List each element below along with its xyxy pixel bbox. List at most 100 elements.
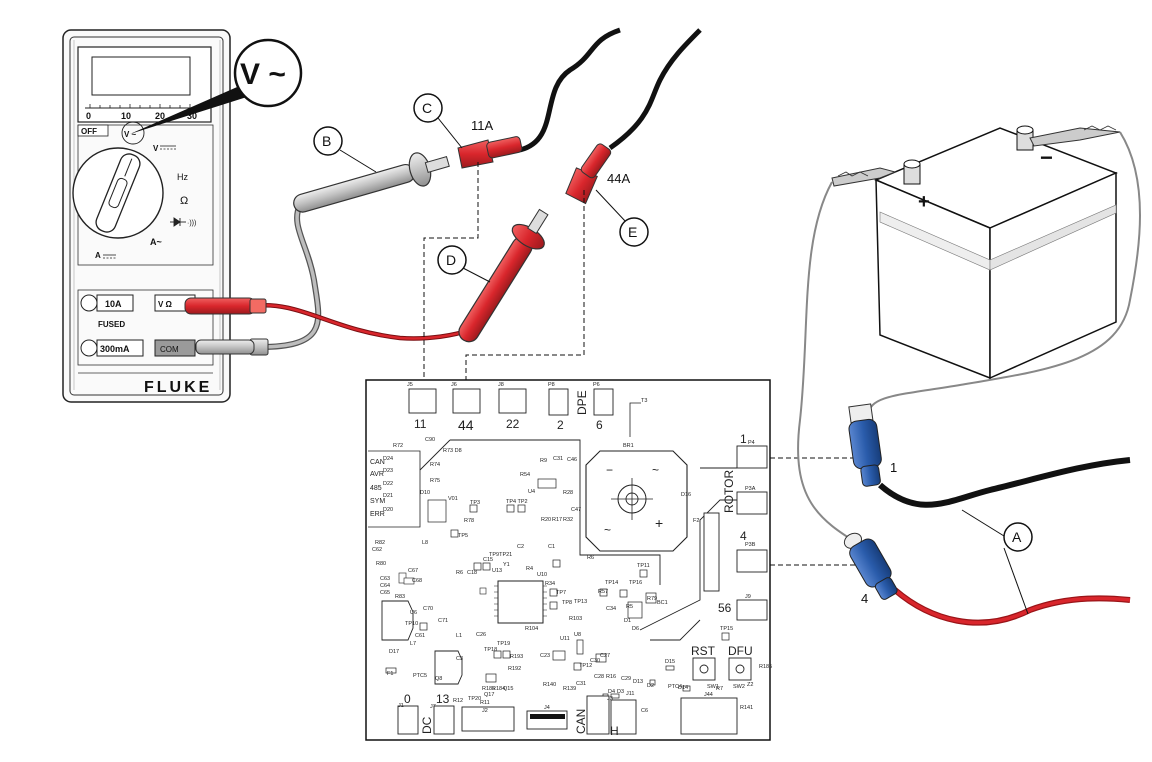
svg-text:TP15: TP15 bbox=[720, 626, 733, 632]
connector-44a bbox=[565, 143, 612, 205]
battery-minus-label: − bbox=[1040, 145, 1053, 170]
svg-text:D23: D23 bbox=[383, 468, 393, 474]
jack-com[interactable]: COM bbox=[154, 339, 196, 357]
svg-text:P4: P4 bbox=[748, 440, 755, 446]
svg-text:SW2: SW2 bbox=[733, 684, 745, 690]
svg-text:TP16: TP16 bbox=[629, 580, 642, 586]
vac-callout-text: V ~ bbox=[240, 58, 286, 91]
svg-text:TP13: TP13 bbox=[574, 599, 587, 605]
svg-text:J8: J8 bbox=[498, 382, 504, 388]
wire-tag-4: 4 bbox=[861, 591, 868, 606]
jack-10a[interactable]: 10A bbox=[80, 294, 134, 312]
svg-text:C18: C18 bbox=[467, 570, 477, 576]
jack-300ma[interactable]: 300mA bbox=[80, 339, 144, 357]
svg-text:C3: C3 bbox=[456, 656, 463, 662]
svg-text:Q15: Q15 bbox=[503, 686, 513, 692]
svg-text:J7: J7 bbox=[430, 704, 436, 710]
callout-c: C bbox=[413, 93, 463, 149]
svg-text:L7: L7 bbox=[410, 641, 416, 647]
svg-text:TP7: TP7 bbox=[556, 590, 566, 596]
board-dpe-label: DPE bbox=[575, 390, 589, 415]
svg-text:R28: R28 bbox=[563, 490, 573, 496]
svg-text:D1: D1 bbox=[624, 618, 631, 624]
mcu-chip bbox=[494, 580, 547, 624]
svg-text:R193: R193 bbox=[510, 654, 523, 660]
rst-button[interactable] bbox=[692, 657, 716, 681]
svg-text:C68: C68 bbox=[412, 578, 422, 584]
svg-text:D13: D13 bbox=[633, 679, 643, 685]
svg-text:Z2: Z2 bbox=[747, 682, 753, 688]
svg-text:T3: T3 bbox=[641, 398, 647, 404]
jack-fused-label: FUSED bbox=[98, 320, 125, 329]
svg-text:TP4 TP2: TP4 TP2 bbox=[506, 499, 528, 505]
v-lead-wire bbox=[251, 302, 471, 341]
dfu-button[interactable] bbox=[728, 657, 752, 681]
svg-text:R11: R11 bbox=[480, 700, 490, 706]
svg-text:TP11: TP11 bbox=[637, 563, 650, 569]
svg-text:D4: D4 bbox=[608, 689, 615, 695]
dial-hz-label: Hz bbox=[177, 172, 188, 182]
svg-text:R6: R6 bbox=[587, 555, 594, 561]
battery-plus-label: + bbox=[918, 191, 930, 213]
rst-label: RST bbox=[691, 644, 716, 658]
svg-text:R185: R185 bbox=[482, 686, 495, 692]
svg-text:D6: D6 bbox=[632, 626, 639, 632]
svg-text:C62: C62 bbox=[372, 547, 382, 553]
bridge-plus: + bbox=[655, 515, 663, 531]
board-conn-44: 44 bbox=[458, 417, 474, 433]
wire-44a bbox=[608, 28, 702, 151]
svg-text:U4: U4 bbox=[528, 489, 535, 495]
svg-text:R4: R4 bbox=[526, 566, 533, 572]
svg-text:R78: R78 bbox=[464, 518, 474, 524]
svg-text:D2: D2 bbox=[647, 683, 654, 689]
svg-text:C27: C27 bbox=[600, 653, 610, 659]
wire-tag-1: 1 bbox=[890, 460, 897, 475]
svg-text:R73 D8: R73 D8 bbox=[443, 448, 462, 454]
svg-text:R141: R141 bbox=[740, 705, 753, 711]
svg-text:J1: J1 bbox=[398, 703, 404, 709]
svg-text:Y1: Y1 bbox=[503, 562, 510, 568]
svg-text:R32: R32 bbox=[563, 517, 573, 523]
scale-tick-30: 30 bbox=[187, 111, 197, 121]
svg-text:C90: C90 bbox=[425, 437, 435, 443]
svg-text:C34: C34 bbox=[606, 606, 616, 612]
jack-10a-label: 10A bbox=[105, 299, 122, 309]
svg-text:C30: C30 bbox=[590, 658, 600, 664]
wire-11a bbox=[519, 27, 621, 153]
svg-text:D16: D16 bbox=[681, 492, 691, 498]
svg-text:R17: R17 bbox=[552, 517, 562, 523]
svg-text:J11: J11 bbox=[626, 691, 634, 697]
svg-text:R72: R72 bbox=[393, 443, 403, 449]
rotary-selector-knob[interactable] bbox=[72, 147, 164, 239]
svg-text:U13: U13 bbox=[492, 568, 502, 574]
ohm-icon: Ω bbox=[180, 195, 188, 207]
svg-text:R103: R103 bbox=[569, 616, 582, 622]
svg-text:485: 485 bbox=[370, 485, 382, 492]
jack-com-label: COM bbox=[160, 345, 179, 354]
svg-text:U10: U10 bbox=[537, 572, 547, 578]
svg-text:R139: R139 bbox=[563, 686, 576, 692]
svg-text:TP20: TP20 bbox=[468, 696, 481, 702]
scale-tick-0: 0 bbox=[86, 111, 91, 121]
svg-text:R5: R5 bbox=[626, 604, 633, 610]
svg-text:C64: C64 bbox=[380, 583, 390, 589]
rotor-terminal-4-label: 4 bbox=[740, 529, 747, 543]
board-rotor-label: ROTOR bbox=[722, 470, 736, 513]
svg-text:D14: D14 bbox=[678, 685, 688, 691]
svg-text:R12: R12 bbox=[453, 698, 463, 704]
wire-tag-11a: 11A bbox=[471, 118, 493, 133]
svg-text:C31: C31 bbox=[576, 681, 586, 687]
svg-text:TP10: TP10 bbox=[405, 621, 418, 627]
svg-text:C29: C29 bbox=[621, 676, 631, 682]
svg-text:C2: C2 bbox=[517, 544, 524, 550]
positive-terminal bbox=[903, 159, 921, 185]
callout-c-text: C bbox=[422, 100, 432, 116]
blue-connector-4 bbox=[843, 532, 898, 600]
svg-text:R192: R192 bbox=[508, 666, 521, 672]
svg-text:V01: V01 bbox=[448, 496, 458, 502]
svg-text:PTC4: PTC4 bbox=[668, 684, 682, 690]
blue-connector-1 bbox=[848, 403, 882, 487]
